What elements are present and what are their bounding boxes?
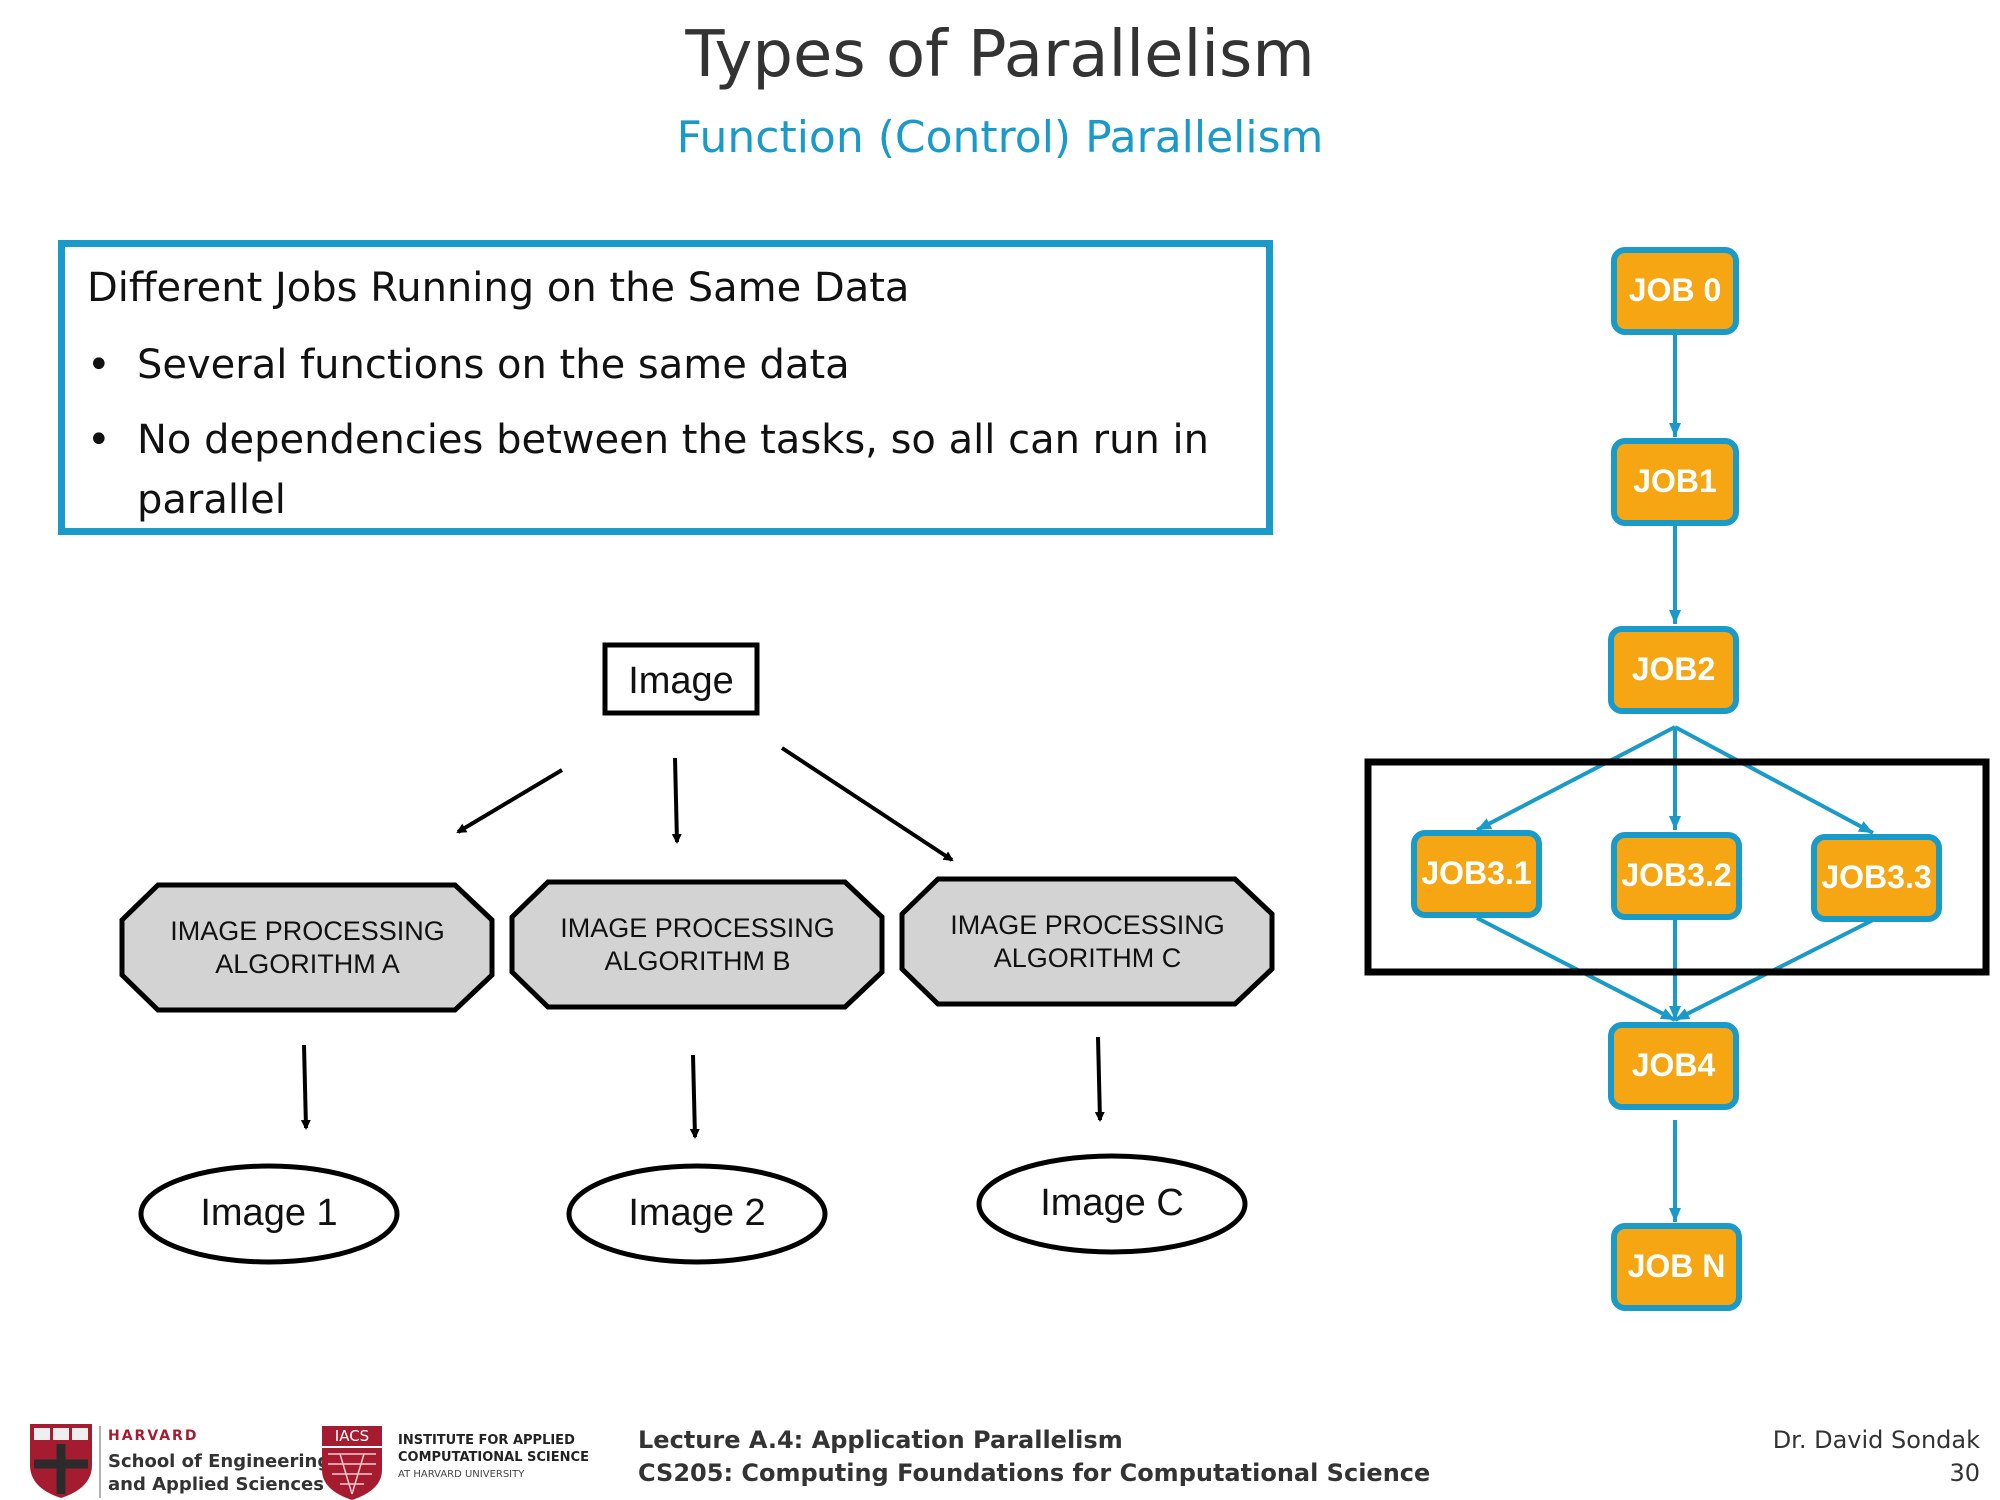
page-number: 30 bbox=[1949, 1459, 1980, 1487]
algorithm-c-line1: IMAGE PROCESSING bbox=[950, 910, 1225, 940]
job1-label: JOB1 bbox=[1633, 463, 1717, 499]
job33-node bbox=[1811, 834, 1942, 922]
arrow-to-algorithm-c bbox=[780, 746, 954, 862]
algorithm-a-octagon bbox=[119, 882, 495, 1013]
iacs-line2: COMPUTATIONAL SCIENCE bbox=[398, 1450, 589, 1465]
info-box: Different Jobs Running on the Same Data … bbox=[58, 240, 1273, 535]
algorithm-a-line2: ALGORITHM A bbox=[215, 949, 400, 979]
job32-label: JOB3.2 bbox=[1621, 857, 1732, 893]
bullet-symbol: • bbox=[87, 342, 111, 388]
output-1-label: Image 1 bbox=[200, 1192, 338, 1234]
job0-node bbox=[1611, 247, 1739, 335]
algorithm-b-line2: ALGORITHM B bbox=[604, 946, 791, 976]
source-image-box bbox=[602, 642, 760, 716]
job0-label: JOB 0 bbox=[1628, 272, 1722, 308]
job4-label: JOB4 bbox=[1631, 1047, 1716, 1083]
algorithm-b-line1: IMAGE PROCESSING bbox=[560, 913, 835, 943]
harvard-top-text: HARVARD bbox=[108, 1428, 198, 1444]
jobn-label: JOB N bbox=[1627, 1248, 1726, 1284]
algorithm-b-label: IMAGE PROCESSING ALGORITHM B bbox=[515, 912, 880, 978]
lecture-title: Lecture A.4: Application Parallelism bbox=[638, 1426, 1123, 1454]
footer-lecture: Lecture A.4: Application Parallelism CS2… bbox=[638, 1424, 1430, 1490]
job31-node bbox=[1411, 830, 1542, 918]
footer-author: Dr. David Sondak 30 bbox=[1773, 1424, 1980, 1490]
harvard-line2: and Applied Sciences bbox=[108, 1474, 324, 1495]
parallel-highlight-box bbox=[1364, 758, 1990, 976]
algorithm-b-octagon bbox=[509, 879, 885, 1010]
bullet-text: Several functions on the same data bbox=[137, 342, 850, 388]
slide-subtitle: Function (Control) Parallelism bbox=[676, 112, 1324, 163]
arrow-to-algorithm-a bbox=[456, 768, 564, 834]
arrow-to-algorithm-b bbox=[671, 757, 682, 844]
job32-node bbox=[1611, 832, 1742, 920]
course-title: CS205: Computing Foundations for Computa… bbox=[638, 1459, 1431, 1487]
algorithm-c-line2: ALGORITHM C bbox=[993, 943, 1182, 973]
algorithm-c-label: IMAGE PROCESSING ALGORITHM C bbox=[905, 909, 1270, 975]
jobn-node bbox=[1611, 1223, 1742, 1311]
bullet-item: • Several functions on the same data bbox=[87, 335, 1257, 395]
bullet-item: • No dependencies between the tasks, so … bbox=[87, 410, 1257, 530]
job2-node bbox=[1608, 626, 1739, 714]
arrow-to-output-2 bbox=[689, 1054, 700, 1139]
algorithm-a-label: IMAGE PROCESSING ALGORITHM A bbox=[125, 915, 490, 981]
job33-label: JOB3.3 bbox=[1821, 859, 1932, 895]
iacs-badge-text: IACS bbox=[335, 1427, 369, 1445]
output-2-label: Image 2 bbox=[628, 1192, 766, 1234]
author-name: Dr. David Sondak bbox=[1772, 1426, 1980, 1454]
arrow-to-output-c bbox=[1094, 1036, 1105, 1122]
footer-logos: HARVARD School of Engineering and Applie… bbox=[30, 1424, 589, 1500]
harvard-shield-icon bbox=[30, 1424, 92, 1498]
output-2-ellipse bbox=[566, 1163, 828, 1265]
bullet-symbol: • bbox=[87, 417, 111, 463]
algorithm-a-line1: IMAGE PROCESSING bbox=[170, 916, 445, 946]
job4-node bbox=[1608, 1022, 1739, 1110]
algorithm-c-octagon bbox=[899, 876, 1275, 1007]
edge-job2-job33 bbox=[1674, 725, 1874, 835]
job31-label: JOB3.1 bbox=[1421, 855, 1532, 891]
arrow-to-output-1 bbox=[300, 1044, 311, 1130]
output-c-ellipse bbox=[976, 1153, 1248, 1255]
info-heading: Different Jobs Running on the Same Data bbox=[87, 265, 910, 311]
iacs-shield-icon: IACS bbox=[322, 1426, 382, 1500]
source-image-label: Image bbox=[628, 660, 734, 702]
output-c-label: Image C bbox=[1040, 1182, 1184, 1224]
edge-job2-job31 bbox=[1476, 725, 1676, 832]
job1-node bbox=[1611, 438, 1739, 526]
harvard-line1: School of Engineering bbox=[108, 1451, 330, 1472]
bullet-text: No dependencies between the tasks, so al… bbox=[137, 417, 1209, 523]
job2-label: JOB2 bbox=[1631, 651, 1716, 687]
slide-title: Types of Parallelism bbox=[685, 18, 1315, 92]
iacs-line3: AT HARVARD UNIVERSITY bbox=[398, 1469, 525, 1480]
output-1-ellipse bbox=[138, 1163, 400, 1265]
iacs-line1: INSTITUTE FOR APPLIED bbox=[398, 1433, 575, 1448]
